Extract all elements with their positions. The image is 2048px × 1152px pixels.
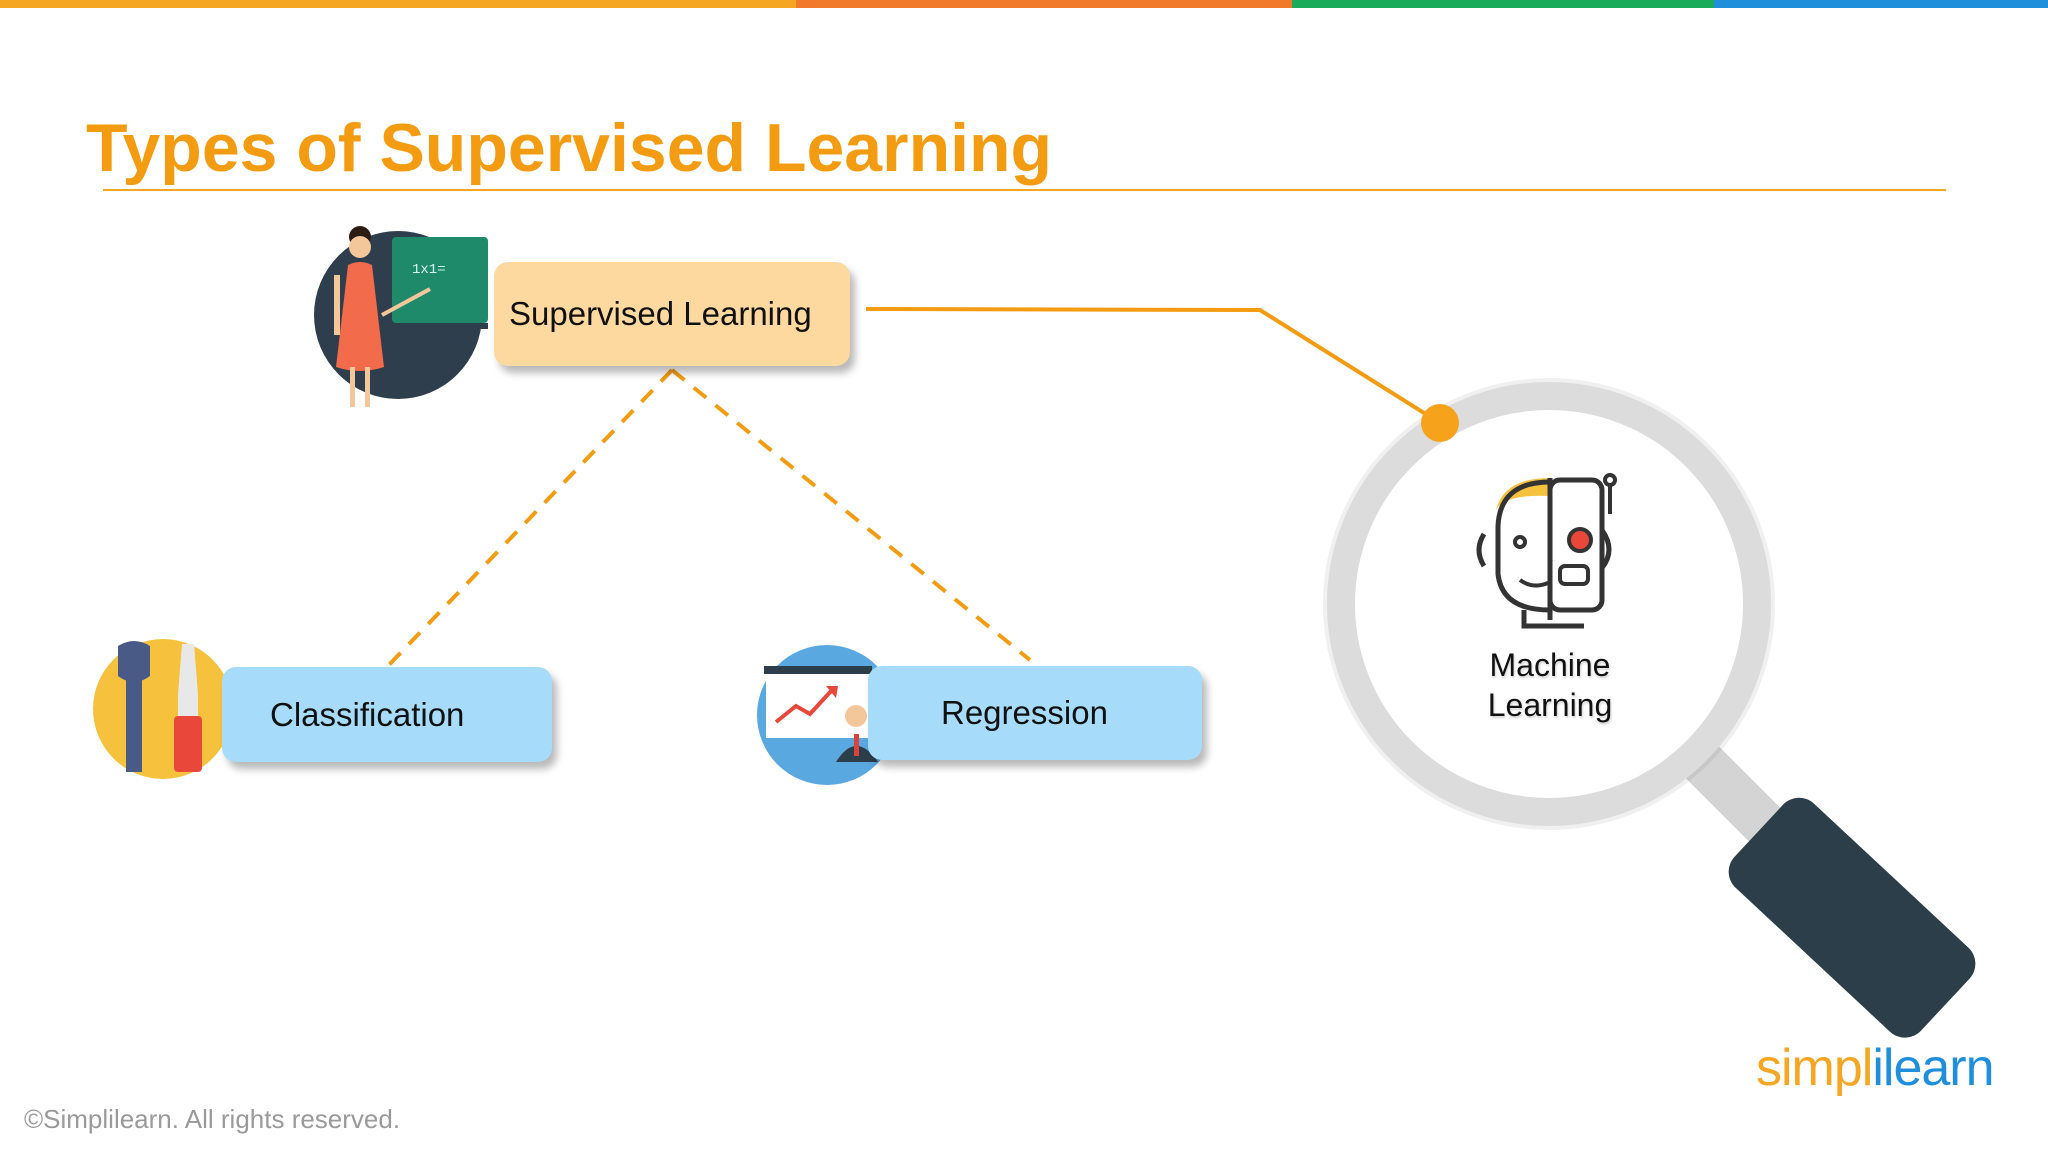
machine-learning-line-2: Learning <box>1487 687 1613 723</box>
connector-endpoint-dot <box>1421 404 1459 442</box>
logo-part-i: i <box>1872 1039 1884 1097</box>
connector-supervised-to-machine-learning <box>865 307 1442 425</box>
top-bar-green <box>1292 0 1714 8</box>
machine-learning-label: Machine Learning <box>1400 645 1700 725</box>
slide-title: Types of Supervised Learning <box>86 110 1053 186</box>
classification-label: Classification <box>270 695 465 733</box>
svg-text:1x1=: 1x1= <box>412 262 446 278</box>
supervised-learning-label: Supervised Learning <box>509 295 812 332</box>
top-bar-orange <box>0 0 796 8</box>
logo-part-learn: learn <box>1882 1039 1995 1097</box>
human-robot-face-icon <box>1476 473 1617 629</box>
regression-label: Regression <box>941 694 1108 731</box>
classification-node: Classification <box>222 667 552 762</box>
machine-learning-line-1: Machine <box>1489 647 1611 683</box>
simplilearn-logo: simplilearn <box>1756 1038 1995 1098</box>
presentation-chart-icon <box>757 645 897 785</box>
top-bar-red <box>796 0 1292 8</box>
magnifier-ring-shadow <box>1323 378 1775 830</box>
title-underline <box>103 189 1946 191</box>
teacher-blackboard-icon: 1x1= <box>314 226 488 407</box>
top-bar-blue <box>1714 0 2048 8</box>
copyright-text: ©Simplilearn. All rights reserved. <box>24 1104 401 1134</box>
top-color-bar <box>0 0 2048 8</box>
connector-supervised-to-regression <box>670 368 1032 662</box>
logo-part-simpl: simpl <box>1756 1039 1873 1097</box>
magnifier-handle <box>1728 797 1976 1038</box>
supervised-learning-node: Supervised Learning <box>494 262 850 366</box>
connector-supervised-to-classification <box>384 368 674 670</box>
wrench-screwdriver-icon <box>93 639 233 779</box>
regression-node: Regression <box>868 666 1202 760</box>
